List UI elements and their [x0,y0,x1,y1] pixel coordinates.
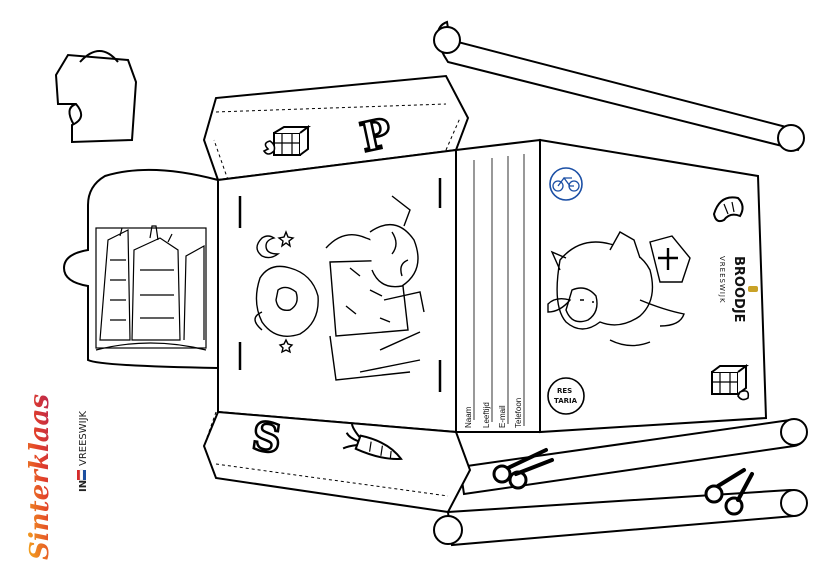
sinterklaas-logo: Sinterklaas IN VREESWIJK [25,394,89,560]
left-side-panel [62,168,219,370]
brand-name: BROODJE [731,256,746,323]
scissors-icon-lower [704,468,754,516]
croissant-icon [712,196,744,223]
logo-title: Sinterklaas [25,394,55,560]
bottom-strip-tab-lower [433,488,808,547]
restaurant-line-2: TARIA [554,397,578,405]
moon-icon [256,235,281,259]
top-strip-tab [433,20,805,152]
main-front-panel [217,148,457,434]
scissors-icon [492,448,554,490]
form-label-name: Naam [464,406,473,428]
lower-flap: S [202,410,472,514]
sinterklaas-scene-illustration [254,195,425,381]
form-label-phone: Telefoon [514,398,523,428]
flap-letter-bottom: S [249,412,284,463]
sint-horse-illustration [547,231,691,347]
carrot-icon [342,423,403,461]
back-form-panel: Naam Leeftijd E-mail Telefoon [455,138,541,433]
form-label-email: E-mail [498,405,507,428]
logo-place: VREESWIJK [78,410,89,466]
dutch-flag-icon [77,469,86,481]
restaurant-badge: RES TARIA [547,377,585,415]
form-label-age: Leeftijd [482,402,491,428]
gift-icon [262,125,311,156]
brand-place: VREESWIJK [718,256,726,304]
brand-bun-icon [748,286,758,292]
right-front-panel: BROODJE VREESWIJK RES TARIA [539,138,768,434]
restaurant-line-1: RES [557,387,572,395]
upper-flap: P [202,74,470,182]
bag-icon [54,50,138,144]
gift-icon-right [711,364,750,401]
bottom-strip-tab-upper [458,418,808,496]
bicycle-icon [549,167,583,201]
village-scene-illustration [95,225,207,351]
logo-in: IN [78,480,89,492]
